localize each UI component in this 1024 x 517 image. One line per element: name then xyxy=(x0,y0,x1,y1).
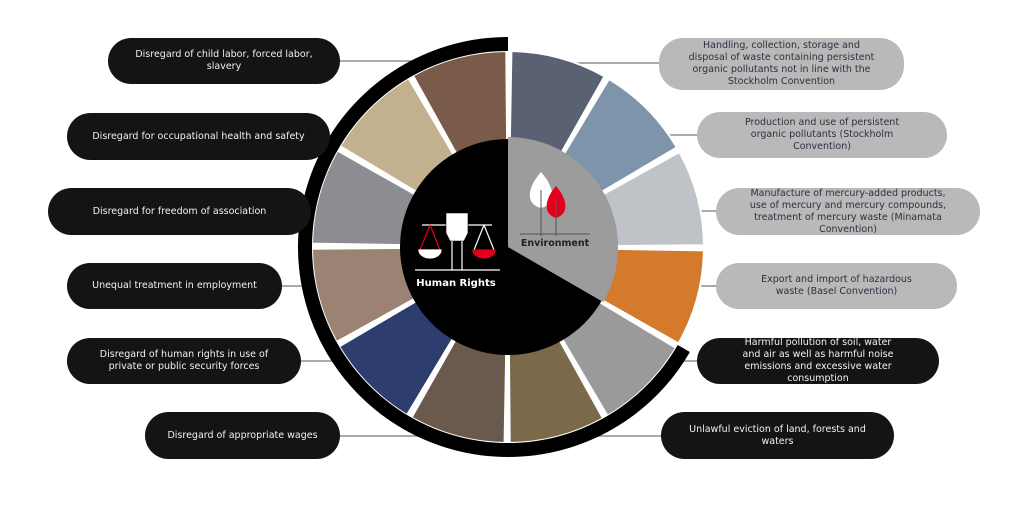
label-security-forces: Disregard of human rights in use of priv… xyxy=(67,338,301,384)
label-freedom-of-association: Disregard for freedom of association xyxy=(48,188,311,235)
label-occupational-health: Disregard for occupational health and sa… xyxy=(67,113,330,160)
environment-label: Environment xyxy=(521,238,590,249)
label-child-labor: Disregard of child labor, forced labor, … xyxy=(108,38,340,84)
label-pop-waste: Handling, collection, storage and dispos… xyxy=(659,38,904,90)
label-pollution: Harmful pollution of soil, water and air… xyxy=(697,337,939,384)
scales-fist-icon xyxy=(415,212,500,271)
human-rights-label: Human Rights xyxy=(416,278,495,289)
label-land-eviction: Unlawful eviction of land, forests and w… xyxy=(661,412,894,459)
leaves-icon xyxy=(520,172,590,236)
label-hazardous-waste: Export and import of hazardous waste (Ba… xyxy=(716,263,957,309)
human-rights-sector xyxy=(400,139,602,355)
environment-sector xyxy=(508,137,618,302)
label-mercury: Manufacture of mercury-added products, u… xyxy=(716,188,980,235)
label-pop-production: Production and use of persistent organic… xyxy=(697,112,947,158)
label-wages: Disregard of appropriate wages xyxy=(145,412,340,459)
label-unequal-treatment: Unequal treatment in employment xyxy=(67,263,282,309)
